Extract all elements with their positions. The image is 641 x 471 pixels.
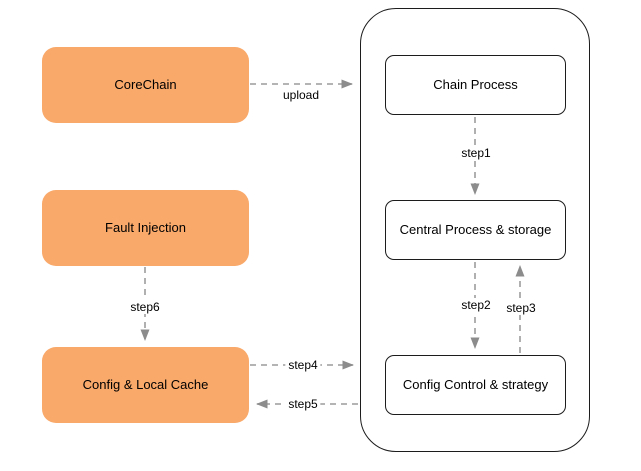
edge-label-step4: step4 bbox=[285, 358, 321, 372]
node-config-control-strategy: Config Control & strategy bbox=[385, 355, 566, 415]
node-fault-injection-label: Fault Injection bbox=[105, 220, 186, 236]
node-fault-injection: Fault Injection bbox=[42, 190, 249, 266]
node-chain-process: Chain Process bbox=[385, 55, 566, 115]
edge-label-step5: step5 bbox=[285, 397, 321, 411]
edge-label-step1: step1 bbox=[458, 146, 494, 160]
edge-label-step2: step2 bbox=[458, 298, 494, 312]
node-config-local-cache: Config & Local Cache bbox=[42, 347, 249, 423]
edge-label-upload: upload bbox=[282, 88, 320, 102]
node-chain-process-label: Chain Process bbox=[433, 77, 518, 93]
edge-label-step6: step6 bbox=[127, 300, 163, 314]
node-corechain: CoreChain bbox=[42, 47, 249, 123]
process-group-container bbox=[360, 8, 590, 452]
node-central-process-storage: Central Process & storage bbox=[385, 200, 566, 260]
node-central-process-storage-label: Central Process & storage bbox=[399, 222, 552, 238]
edge-label-step3: step3 bbox=[503, 301, 539, 315]
node-config-local-cache-label: Config & Local Cache bbox=[82, 377, 209, 393]
node-corechain-label: CoreChain bbox=[114, 77, 177, 93]
node-config-control-strategy-label: Config Control & strategy bbox=[402, 377, 549, 393]
